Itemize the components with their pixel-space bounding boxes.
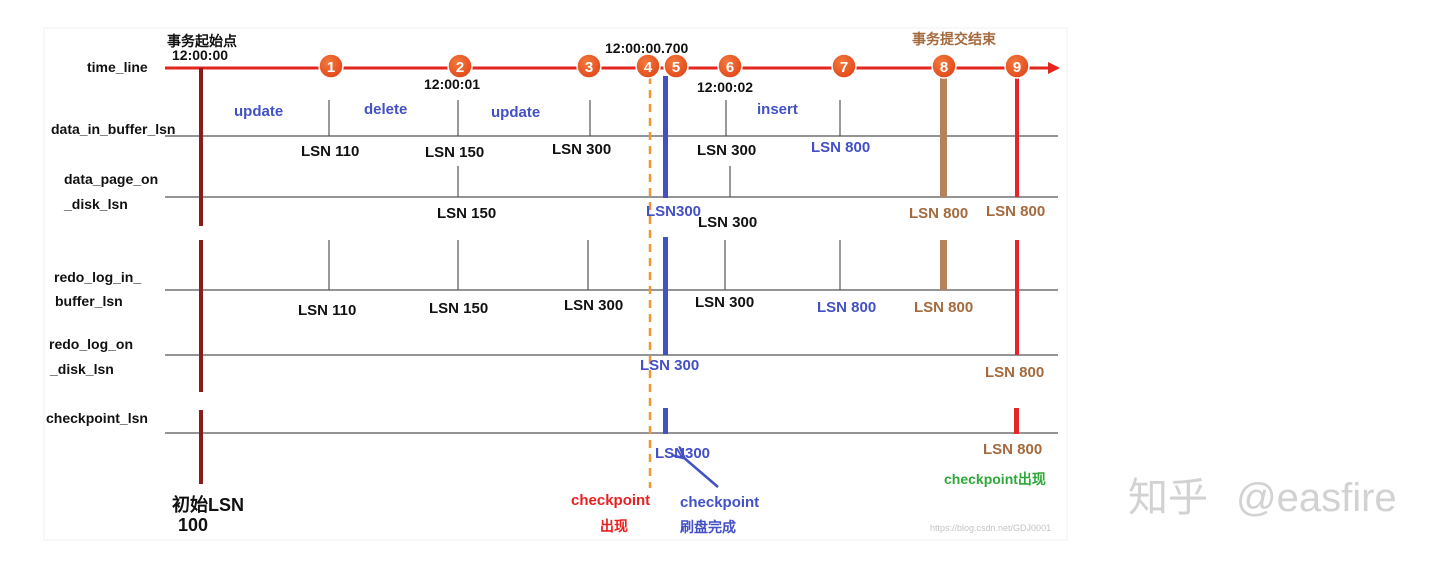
timeline-markers: 1 2 3 4 5 6 7 8 9 — [318, 53, 1030, 79]
checkpoint-appear-label: checkpoint — [571, 492, 650, 509]
row-label-data-in-buffer: data_in_buffer_lsn — [51, 121, 175, 137]
row-label-redo-disk-lsn: _disk_lsn — [49, 361, 114, 377]
marker-6: 6 — [717, 53, 743, 79]
op-update-1: update — [234, 103, 283, 120]
marker-circle-3 — [576, 53, 602, 79]
start-label: 事务起始点 — [167, 33, 237, 49]
start-time: 12:00:00 — [172, 47, 228, 63]
marker-circle-1 — [318, 53, 344, 79]
redo-buffer-lsn-800-blue: LSN 800 — [817, 299, 876, 316]
checkpoint-appear-green: checkpoint出现 — [944, 471, 1046, 487]
row-label-time-line: time_line — [87, 59, 148, 75]
checkpoint-flush-sub: 刷盘完成 — [680, 519, 736, 535]
row-label-redo-log-on: redo_log_on — [49, 336, 133, 352]
time-700: 12:00:00.700 — [605, 40, 689, 56]
marker-circle-6 — [717, 53, 743, 79]
marker-1: 1 — [318, 53, 344, 79]
zhihu-handle: @easfire — [1236, 476, 1397, 520]
commit-red-bars — [1014, 76, 1019, 434]
disk-lsn-150: LSN 150 — [437, 205, 496, 222]
checkpoint-flush-bars — [663, 76, 668, 434]
marker-8: 8 — [931, 53, 957, 79]
tick-lines — [328, 100, 841, 290]
row-label-redo-log-in: redo_log_in_ — [54, 269, 141, 285]
redo-buffer-lsn-300-a: LSN 300 — [564, 297, 623, 314]
buffer-lsn-800: LSN 800 — [811, 139, 870, 156]
disk-lsn-300: LSN 300 — [698, 214, 757, 231]
marker-2: 2 — [447, 53, 473, 79]
disk-lsn-800-red: LSN 800 — [986, 203, 1045, 220]
marker-number-6: 6 — [726, 59, 734, 76]
marker-number-7: 7 — [840, 59, 848, 76]
marker-number-2: 2 — [456, 59, 464, 76]
diagram-panel — [43, 27, 1068, 541]
checkpoint-lsn-800: LSN 800 — [983, 441, 1042, 458]
marker-5: 5 — [663, 53, 689, 79]
op-update-2: update — [491, 104, 540, 121]
checkpoint-flush-label: checkpoint — [680, 494, 759, 511]
disk-lsn-300-blue: LSN300 — [646, 203, 701, 220]
row-label-checkpoint-lsn: checkpoint_lsn — [46, 410, 148, 426]
marker-number-5: 5 — [672, 59, 680, 76]
csdn-watermark: https://blog.csdn.net/GDJ0001 — [930, 523, 1051, 533]
row-label-data-page-on: data_page_on — [64, 171, 158, 187]
initial-lsn-value: 100 — [178, 515, 208, 535]
marker-number-4: 4 — [644, 59, 653, 76]
time-02: 12:00:02 — [697, 79, 753, 95]
buffer-lsn-110: LSN 110 — [301, 143, 359, 160]
row-label-buffer-lsn: buffer_lsn — [55, 293, 123, 309]
marker-circle-7 — [831, 53, 857, 79]
op-delete: delete — [364, 101, 407, 118]
redo-buffer-lsn-150: LSN 150 — [429, 300, 488, 317]
redo-disk-lsn-300: LSN 300 — [640, 357, 699, 374]
marker-circle-8 — [931, 53, 957, 79]
buffer-lsn-150: LSN 150 — [425, 144, 484, 161]
buffer-lsn-300-a: LSN 300 — [552, 141, 611, 158]
commit-brown-bars — [940, 76, 947, 290]
zhihu-brand: 知乎 — [1128, 476, 1208, 520]
marker-number-8: 8 — [940, 59, 948, 76]
buffer-lsn-300-b: LSN 300 — [697, 142, 756, 159]
checkpoint-lsn-300: LSN300 — [655, 445, 710, 462]
disk-lsn-800-brown: LSN 800 — [909, 205, 968, 222]
marker-7: 7 — [831, 53, 857, 79]
flush-arrow — [683, 457, 719, 488]
initial-lsn-bars — [199, 68, 203, 484]
marker-number-1: 1 — [327, 59, 335, 76]
marker-circle-5 — [663, 53, 689, 79]
marker-number-9: 9 — [1013, 59, 1021, 76]
marker-circle-2 — [447, 53, 473, 79]
marker-3: 3 — [576, 53, 602, 79]
redo-disk-lsn-800: LSN 800 — [985, 364, 1044, 381]
marker-9: 9 — [1004, 53, 1030, 79]
redo-buffer-lsn-300-b: LSN 300 — [695, 294, 754, 311]
time-01: 12:00:01 — [424, 76, 480, 92]
marker-circle-9 — [1004, 53, 1030, 79]
initial-lsn-label: 初始LSN — [172, 494, 244, 515]
end-label: 事务提交结束 — [912, 31, 997, 47]
redo-buffer-lsn-110: LSN 110 — [298, 302, 356, 319]
marker-circle-4 — [635, 53, 661, 79]
op-insert: insert — [757, 101, 798, 118]
marker-number-3: 3 — [585, 59, 593, 76]
redo-buffer-lsn-800-brown: LSN 800 — [914, 299, 973, 316]
marker-4: 4 — [635, 53, 661, 79]
row-label-disk-lsn: _disk_lsn — [63, 196, 128, 212]
checkpoint-appear-sub: 出现 — [600, 518, 628, 534]
